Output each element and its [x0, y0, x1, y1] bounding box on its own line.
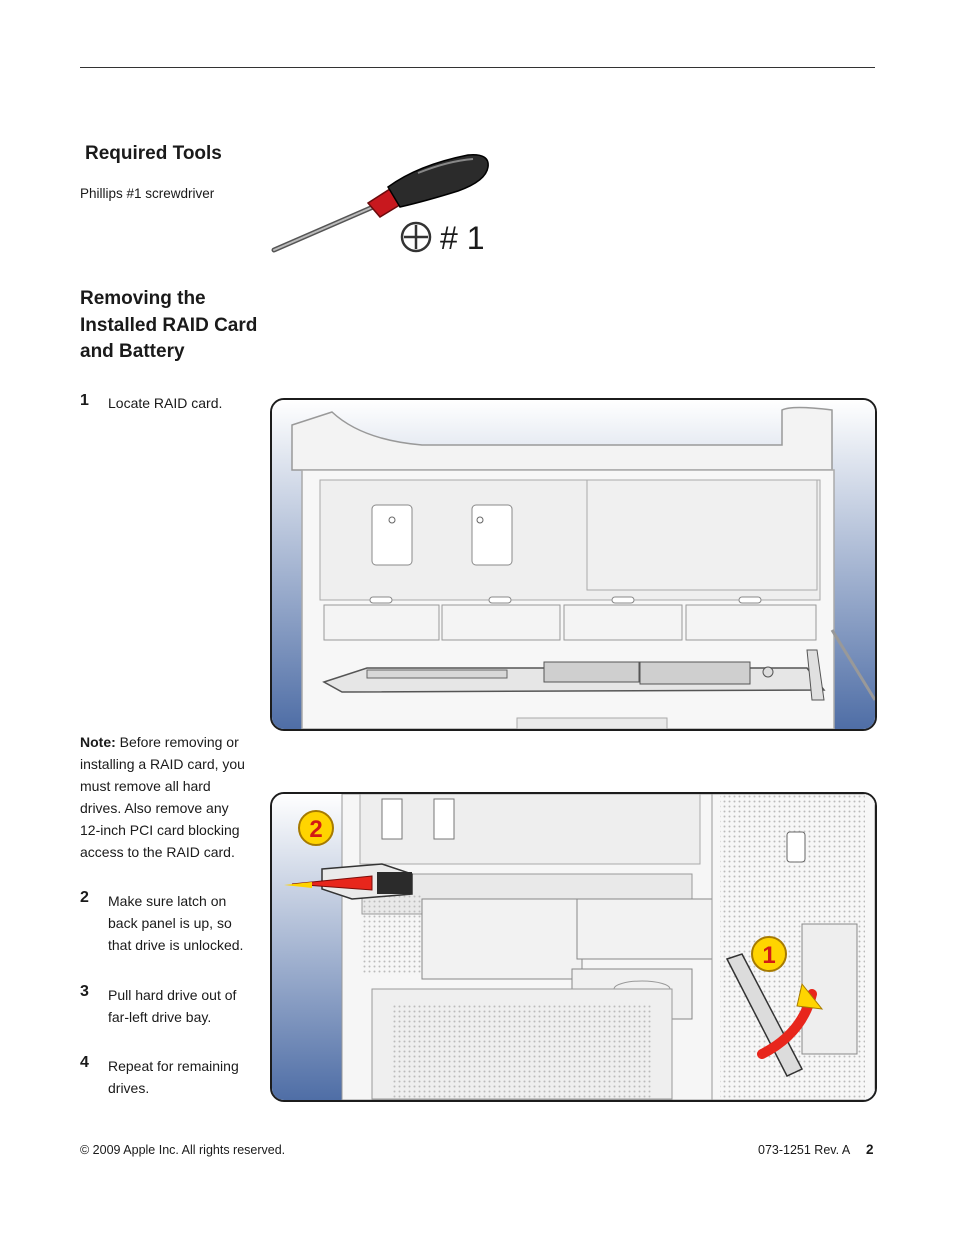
screwdriver-illustration: # 1 — [271, 154, 489, 256]
step-2-text: Make sure latch on back panel is up, so … — [108, 893, 244, 953]
drive-removal-illustration: 2 1 — [270, 792, 877, 1102]
step-2-number: 2 — [80, 889, 89, 906]
note-text: Note: Before removing or installing a RA… — [80, 731, 248, 863]
step-1-text: Locate RAID card. — [108, 395, 223, 411]
svg-text:2: 2 — [309, 816, 322, 843]
tool-item: Phillips #1 screwdriver — [80, 186, 215, 201]
phillips-icon — [400, 221, 432, 253]
step-3-text: Pull hard drive out of far-left drive ba… — [108, 987, 237, 1025]
step-1-number: 1 — [80, 392, 89, 409]
copyright: © 2009 Apple Inc. All rights reserved. — [80, 1143, 286, 1157]
callout-1: 1 — [751, 936, 787, 972]
callout-2: 2 — [298, 810, 334, 846]
section-heading: Removing the Installed RAID Card and Bat… — [80, 288, 258, 362]
step-4-text: Repeat for remaining drives. — [108, 1058, 239, 1096]
svg-text:1: 1 — [762, 942, 775, 969]
doc-number: 073-1251 Rev. A — [758, 1143, 851, 1157]
header-rule — [80, 67, 875, 68]
note-body: Before removing or installing a RAID car… — [80, 734, 245, 860]
pull-arrow — [291, 875, 373, 891]
step-4-number: 4 — [80, 1054, 89, 1071]
bit-size-label: # 1 — [440, 220, 484, 256]
required-tools-heading: Required Tools — [85, 143, 222, 164]
raid-card-illustration — [270, 398, 877, 731]
page-number: 2 — [866, 1142, 874, 1157]
step-3-number: 3 — [80, 983, 89, 1000]
note-label: Note: — [80, 734, 116, 750]
screwdriver-handle — [387, 154, 489, 208]
